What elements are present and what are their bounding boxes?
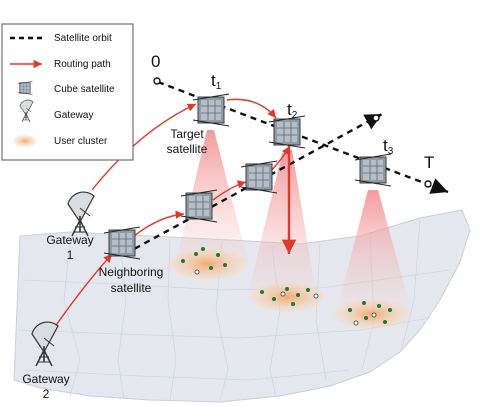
gateway1-label-2: 1 xyxy=(67,248,74,262)
user-cluster-3 xyxy=(334,299,410,329)
neighbor-label-2: satellite xyxy=(111,281,152,295)
t1-label: t1 xyxy=(211,71,222,92)
satellite-t3 xyxy=(354,153,392,187)
gateway-1-icon xyxy=(67,191,95,237)
orbit-upper xyxy=(153,77,449,194)
neighbor-label-1: Neighboring xyxy=(99,265,164,279)
target-label-2: satellite xyxy=(167,142,208,156)
orbit-start-label: 0 xyxy=(151,52,160,71)
legend-cubesat: Cube satellite xyxy=(17,81,115,95)
gateway2-label-1: Gateway xyxy=(22,372,69,386)
svg-text:Satellite orbit: Satellite orbit xyxy=(54,33,112,44)
target-label-1: Target xyxy=(170,127,204,141)
svg-text:Routing path: Routing path xyxy=(54,59,111,70)
gateway1-label-1: Gateway xyxy=(46,233,93,247)
svg-text:User cluster: User cluster xyxy=(54,136,108,147)
target-satellite xyxy=(192,93,230,127)
neighboring-satellite xyxy=(103,226,141,260)
routing-paths xyxy=(49,98,297,335)
svg-text:Cube satellite: Cube satellite xyxy=(54,84,115,95)
user-cluster-1 xyxy=(167,247,247,280)
beam-t2 xyxy=(248,150,316,294)
gateway2-label-2: 2 xyxy=(43,387,50,401)
legend-cluster: User cluster xyxy=(13,135,108,147)
beam-t3 xyxy=(338,190,410,306)
t2-label: t2 xyxy=(287,100,298,121)
legend-gateway: Gateway xyxy=(19,99,93,123)
t3-label: t3 xyxy=(383,136,394,157)
relay-satellite-2 xyxy=(240,160,278,194)
svg-text:Gateway: Gateway xyxy=(54,110,93,121)
legend-orbit: Satellite orbit xyxy=(10,33,112,44)
legend: Satellite orbit Routing path Cube satell… xyxy=(1,23,134,161)
orbit-end-label: T xyxy=(424,153,434,172)
relay-satellite-1 xyxy=(180,189,218,223)
legend-routing: Routing path xyxy=(10,59,111,70)
user-cluster-2 xyxy=(249,282,325,312)
satellite-t2 xyxy=(268,115,306,149)
